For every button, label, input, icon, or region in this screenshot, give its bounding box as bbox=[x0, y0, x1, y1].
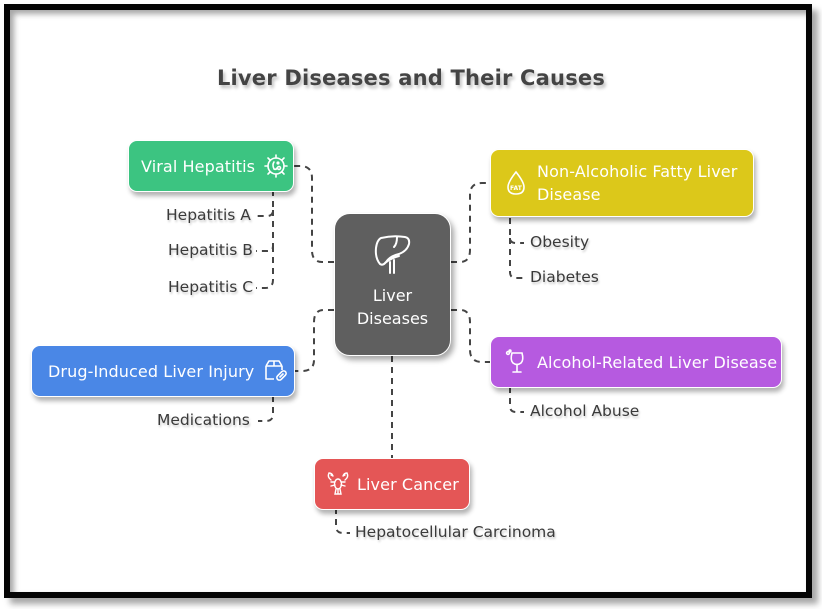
node-alcohol-related[interactable]: Alcohol-Related Liver Disease bbox=[490, 336, 782, 388]
node-nafld-label-line2: Disease bbox=[537, 185, 601, 204]
connector-viral-hepatitis bbox=[294, 165, 334, 263]
cause-alcohol-abuse: Alcohol Abuse bbox=[530, 402, 640, 420]
connector-medications bbox=[258, 396, 274, 422]
node-nafld-label-line1: Non-Alcoholic Fatty Liver bbox=[537, 162, 738, 181]
cause-obesity: Obesity bbox=[530, 233, 590, 251]
liver-icon bbox=[373, 232, 413, 276]
center-label-line1: Liver bbox=[372, 286, 413, 305]
connector-hepatitis-c bbox=[256, 246, 274, 289]
connector-hepatitis-a bbox=[256, 190, 274, 217]
center-node-liver-diseases[interactable]: Liver Diseases bbox=[334, 213, 451, 356]
connector-hepatocellular bbox=[335, 508, 350, 534]
node-liver-cancer-label: Liver Cancer bbox=[357, 474, 459, 494]
node-nafld[interactable]: FAT Non-Alcoholic Fatty Liver Disease bbox=[490, 149, 754, 217]
connector-diabetes bbox=[509, 238, 524, 279]
node-viral-hepatitis[interactable]: Viral Hepatitis bbox=[128, 140, 294, 192]
connector-obesity bbox=[509, 218, 524, 244]
cause-hepatitis-a: Hepatitis A bbox=[166, 206, 251, 224]
virus-icon bbox=[263, 153, 289, 179]
crayfish-icon bbox=[325, 471, 351, 497]
wine-glass-icon bbox=[503, 349, 529, 375]
connector-alcohol-abuse bbox=[509, 387, 524, 413]
cause-medications: Medications bbox=[157, 411, 250, 429]
node-viral-hepatitis-label: Viral Hepatitis bbox=[141, 156, 256, 176]
cause-diabetes: Diabetes bbox=[530, 268, 599, 286]
medicine-box-pill-icon bbox=[262, 358, 288, 384]
node-alcohol-related-label: Alcohol-Related Liver Disease bbox=[537, 352, 778, 372]
connector-drug-induced bbox=[294, 309, 334, 372]
connector-alcohol-related bbox=[451, 309, 490, 363]
connector-nafld bbox=[451, 182, 490, 263]
fat-drop-icon: FAT bbox=[503, 170, 529, 196]
cause-hepatitis-c: Hepatitis C bbox=[168, 278, 254, 296]
center-label-line2: Diseases bbox=[356, 309, 429, 328]
node-drug-induced-label: Drug-Induced Liver Injury bbox=[48, 361, 255, 381]
node-drug-induced[interactable]: Drug-Induced Liver Injury bbox=[31, 345, 295, 397]
cause-hepatocellular-carcinoma: Hepatocellular Carcinoma bbox=[355, 523, 556, 541]
svg-text:FAT: FAT bbox=[510, 185, 523, 192]
cause-hepatitis-b: Hepatitis B bbox=[168, 241, 253, 259]
diagram-title: Liver Diseases and Their Causes bbox=[216, 66, 606, 90]
node-liver-cancer[interactable]: Liver Cancer bbox=[314, 458, 470, 510]
